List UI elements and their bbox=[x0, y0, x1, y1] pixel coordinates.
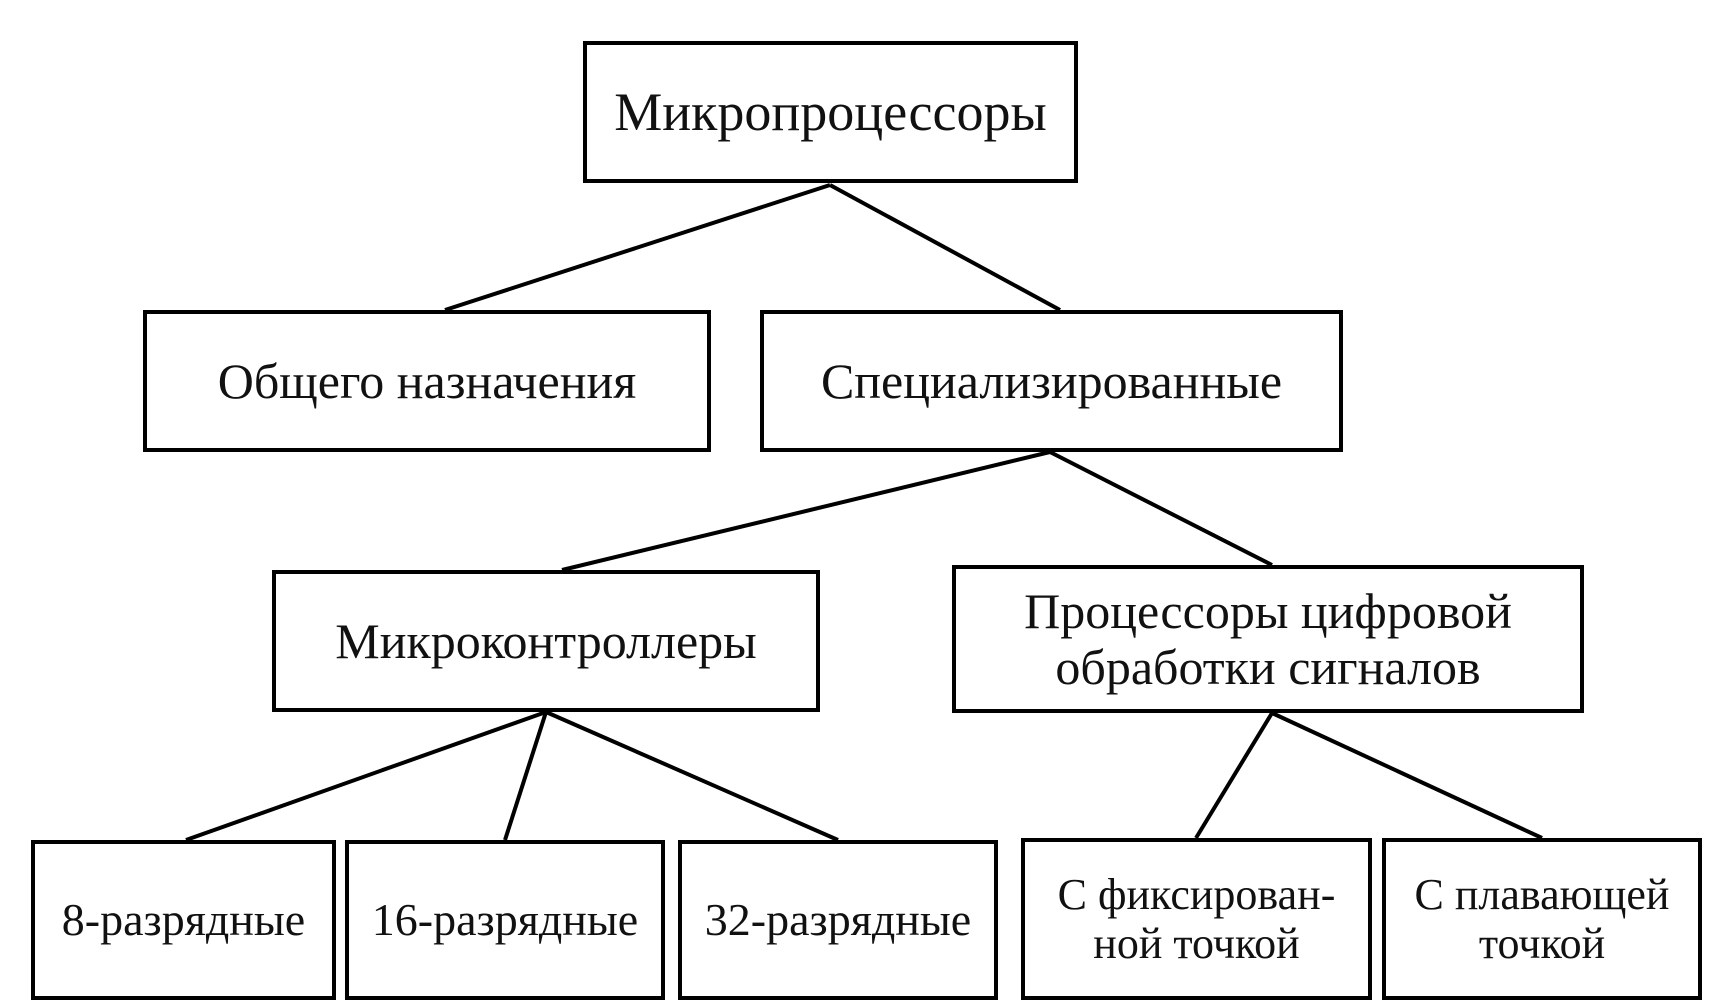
node-general-purpose[interactable]: Общего назначения bbox=[143, 310, 711, 452]
node-specialized[interactable]: Специализированные bbox=[760, 310, 1343, 452]
edge-root-to-specialized bbox=[829, 183, 1061, 312]
edge-microcontrollers-to-bit16 bbox=[503, 711, 548, 841]
edge-dsp-to-fixed_point bbox=[1194, 711, 1274, 840]
node-8-bit[interactable]: 8-разрядные bbox=[31, 840, 336, 1000]
edge-microcontrollers-to-bit32 bbox=[545, 710, 839, 842]
edge-dsp-to-floating_point bbox=[1271, 711, 1543, 840]
node-floating-point[interactable]: С плавающей точкой bbox=[1382, 838, 1702, 1000]
node-digital-signal-processors[interactable]: Процессоры цифровой обработки сигналов bbox=[952, 565, 1584, 713]
edge-specialized-to-dsp bbox=[1049, 450, 1273, 567]
node-32-bit[interactable]: 32-разрядные bbox=[678, 840, 998, 1000]
node-16-bit[interactable]: 16-разрядные bbox=[345, 840, 665, 1000]
edge-root-to-general_purpose bbox=[444, 183, 831, 312]
node-root-microprocessors[interactable]: Микропроцессоры bbox=[583, 41, 1078, 183]
edge-microcontrollers-to-bit8 bbox=[185, 710, 547, 842]
edge-specialized-to-microcontrollers bbox=[561, 450, 1051, 572]
node-microcontrollers[interactable]: Микроконтроллеры bbox=[272, 570, 820, 712]
node-fixed-point[interactable]: С фиксирован- ной точкой bbox=[1021, 838, 1372, 1000]
